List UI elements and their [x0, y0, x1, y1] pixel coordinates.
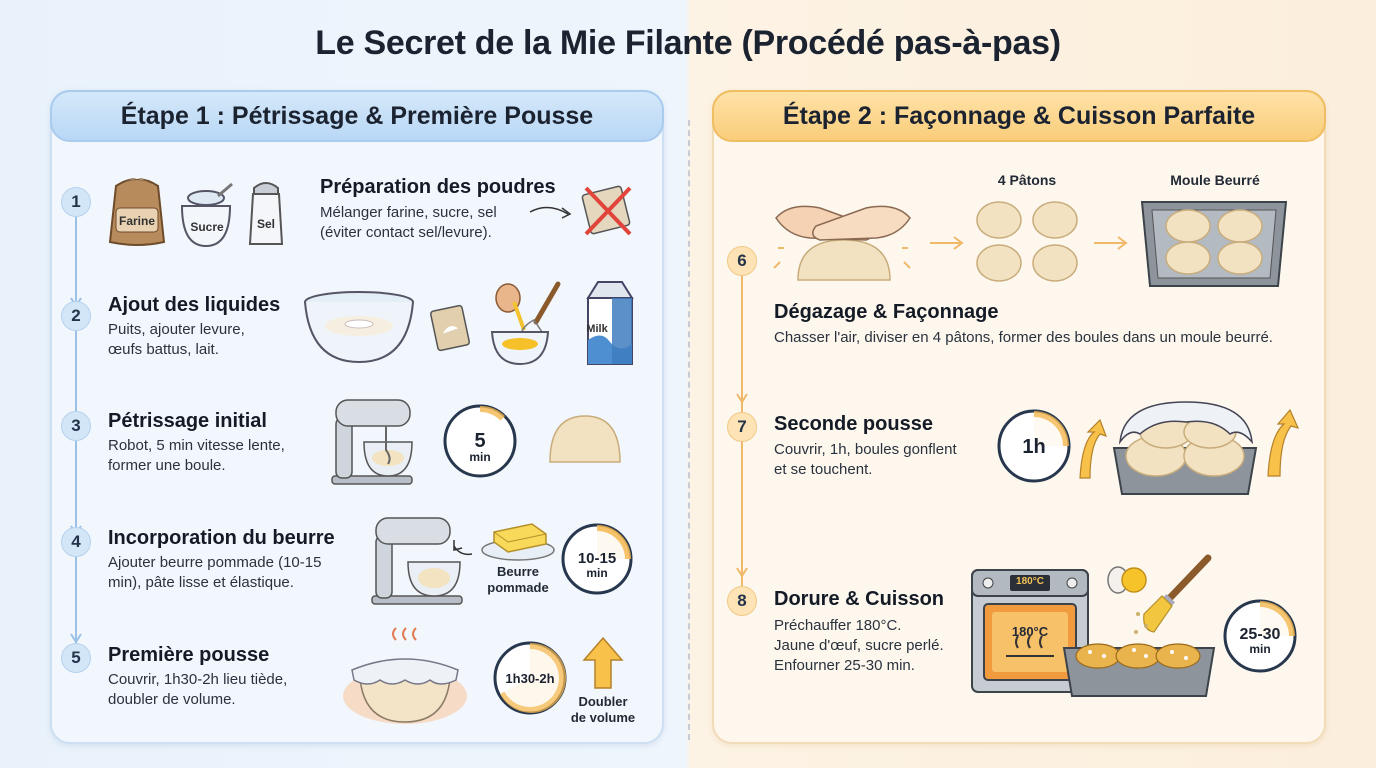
step5-timer-value: 1h30-2h [505, 671, 554, 686]
step4-timer-value: 10-15 [578, 550, 616, 567]
step6-desc: Chasser l'air, diviser en 4 pâtons, form… [774, 329, 1273, 346]
covered-mold-icon [1112, 401, 1258, 495]
stand-mixer-icon [331, 399, 413, 485]
step3-title: Pétrissage initial [108, 410, 267, 432]
step-number-8: 8 [727, 586, 757, 616]
buttered-mold-icon [1140, 201, 1288, 287]
step-number-1: 1 [61, 187, 91, 217]
step5-desc-line1: Couvrir, 1h30-2h lieu tiède, [108, 671, 288, 688]
double-volume-line1: Doubler [578, 694, 628, 709]
dough-ball-icon [549, 415, 621, 463]
step-number-7: 7 [727, 412, 757, 442]
step8-timer-value: 25-30 [1240, 626, 1281, 643]
step-number-4: 4 [61, 527, 91, 557]
step7-title: Seconde pousse [774, 413, 933, 435]
page-title: Le Secret de la Mie Filante (Procédé pas… [315, 24, 1061, 62]
salt-shaker-icon [248, 182, 284, 245]
step3-desc-line1: Robot, 5 min vitesse lente, [108, 437, 285, 454]
timer-icon: 25-30 min [1223, 599, 1297, 673]
no-yeast-contact-icon [529, 185, 632, 236]
step1-desc-line1: Mélanger farine, sucre, sel [320, 204, 497, 221]
arrow-right-icon [930, 236, 964, 250]
step5-desc-line2: doubler de volume. [108, 691, 236, 708]
flour-bag-icon [108, 178, 166, 246]
four-patons-label: 4 Pâtons [997, 172, 1057, 188]
oven-icon [971, 569, 1089, 693]
timer-icon: 5 min [443, 404, 517, 478]
step4-desc-line1: Ajouter beurre pommade (10-15 [108, 554, 322, 571]
egg-icon [1107, 566, 1147, 594]
stand-mixer-icon [371, 517, 463, 605]
step-number-6: 6 [727, 246, 757, 276]
stage2-heading: Étape 2 : Façonnage & Cuisson Parfaite [712, 90, 1326, 142]
step7-desc-line2: et se touchent. [774, 461, 873, 478]
stage1-heading: Étape 1 : Pétrissage & Première Pousse [50, 90, 664, 142]
timer-icon: 10-15 min [561, 523, 633, 595]
step3-desc-line2: former une boule. [108, 457, 226, 474]
step4-title: Incorporation du beurre [108, 527, 335, 549]
step7-desc-line1: Couvrir, 1h, boules gonflent [774, 441, 957, 458]
oven-inside-temp: 180°C [1011, 624, 1049, 639]
butter-label-line2: pommade [487, 580, 549, 595]
oven-display-temp: 180°C [1016, 576, 1044, 587]
step8-title: Dorure & Cuisson [774, 588, 945, 610]
arrow-right-icon [1094, 236, 1128, 250]
step7-timer-value: 1h [1022, 436, 1045, 458]
sugar-label: Sucre [190, 220, 224, 234]
step3-timer-value: 5 [474, 430, 485, 452]
step-number-3: 3 [61, 411, 91, 441]
up-arrow-icon [582, 636, 624, 689]
step4-desc-line2: min), pâte lisse et élastique. [108, 574, 294, 591]
step-number-2: 2 [61, 301, 91, 331]
milk-carton-icon [586, 281, 634, 365]
step6-title: Dégazage & Façonnage [774, 301, 999, 323]
butter-icon [453, 523, 555, 561]
buttered-mold-label: Moule Beurré [1170, 172, 1260, 188]
step2-title: Ajout des liquides [108, 294, 281, 316]
step2-desc-line2: œufs battus, lait. [108, 341, 219, 358]
center-divider [688, 120, 690, 740]
mixing-bowl-icon [304, 291, 414, 364]
milk-label: Milk [586, 323, 608, 335]
whisk-eggs-icon [490, 281, 561, 366]
up-arrow-icon [1079, 418, 1108, 479]
step3-timer-unit: min [469, 450, 490, 464]
step-number-5: 5 [61, 643, 91, 673]
step5-title: Première pousse [108, 644, 270, 666]
timer-icon: 1h [997, 409, 1071, 483]
four-dough-balls-icon [976, 201, 1078, 282]
covered-bowl-icon [343, 627, 467, 724]
sugar-bowl-icon [180, 182, 233, 248]
step8-timer-unit: min [1249, 642, 1270, 656]
butter-label-line1: Beurre [497, 564, 539, 579]
step1-desc-line2: (éviter contact sel/levure). [320, 224, 492, 241]
yeast-packet-icon [429, 304, 471, 352]
brioche-tray-icon [1062, 643, 1216, 697]
step4-timer-unit: min [586, 566, 607, 580]
brush-icon [1134, 554, 1212, 634]
salt-label: Sel [256, 217, 275, 231]
step8-desc-line3: Enfourner 25-30 min. [774, 657, 915, 674]
hands-kneading-icon [773, 205, 911, 281]
step8-desc-line1: Préchauffer 180°C. [774, 617, 902, 634]
up-arrow-icon [1267, 408, 1300, 477]
step8-desc-line2: Jaune d'œuf, sucre perlé. [774, 637, 944, 654]
step2-desc-line1: Puits, ajouter levure, [108, 321, 245, 338]
double-volume-line2: de volume [570, 710, 636, 725]
flour-label: Farine [118, 214, 155, 228]
step1-title: Préparation des poudres [320, 176, 556, 198]
timer-icon: 1h30-2h [493, 641, 567, 715]
